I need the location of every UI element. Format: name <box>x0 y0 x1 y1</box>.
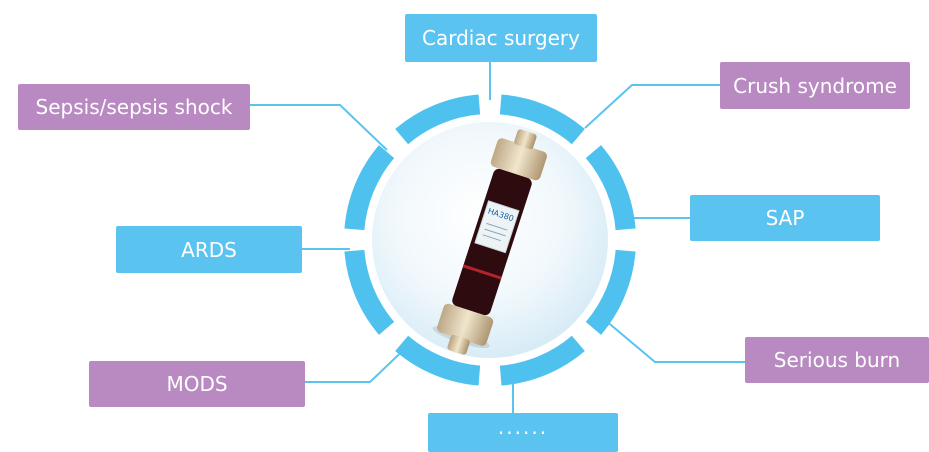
label-more: ······ <box>428 413 618 452</box>
connector-mods <box>305 342 412 382</box>
connector-sepsis <box>250 105 387 150</box>
label-ards: ARDS <box>116 226 302 273</box>
label-sap: SAP <box>690 195 880 241</box>
label-mods: MODS <box>89 361 305 407</box>
label-sepsis-shock: Sepsis/sepsis shock <box>18 84 250 130</box>
label-cardiac-surgery: Cardiac surgery <box>405 14 597 62</box>
connector-crush <box>585 85 720 128</box>
connector-burn <box>605 320 745 362</box>
label-serious-burn: Serious burn <box>745 337 929 383</box>
label-crush-syndrome: Crush syndrome <box>720 62 910 109</box>
